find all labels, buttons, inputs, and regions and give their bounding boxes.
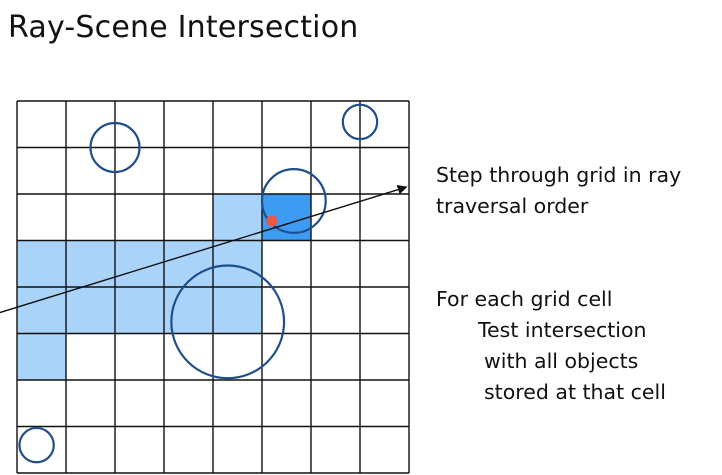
- scene-object-circle: [170, 264, 286, 380]
- traversed-cells: [17, 194, 311, 380]
- traversed-cell: [213, 194, 262, 241]
- traversed-cell: [17, 240, 66, 287]
- note-line: Test intersection: [478, 318, 647, 342]
- scene-object-circle: [18, 426, 55, 464]
- traversed-cell: [213, 287, 262, 334]
- hit-point: [266, 215, 278, 227]
- traversed-cell: [115, 287, 164, 334]
- grid-lines: [16, 100, 410, 474]
- note-heading: For each grid cell: [436, 287, 613, 311]
- traversed-cell: [17, 333, 66, 380]
- scene-object-circle: [89, 121, 141, 174]
- note-for-each-cell: For each grid cell Test intersection wit…: [436, 284, 666, 408]
- traversed-cell: [164, 240, 213, 287]
- slide-title: Ray-Scene Intersection: [8, 10, 359, 45]
- note-line: with all objects: [484, 349, 639, 373]
- ray-line: [0, 184, 408, 314]
- note-step-through: Step through grid in ray traversal order: [436, 160, 681, 222]
- scene-object-circle: [260, 168, 327, 234]
- scene-object-circle: [341, 103, 379, 141]
- note-line: traversal order: [436, 194, 589, 218]
- traversed-cell: [213, 240, 262, 287]
- note-line: stored at that cell: [484, 380, 666, 404]
- traversed-cell: [66, 287, 115, 334]
- note-line: Step through grid in ray: [436, 163, 682, 187]
- ray-layer: [0, 184, 408, 314]
- scene-objects: [18, 103, 379, 464]
